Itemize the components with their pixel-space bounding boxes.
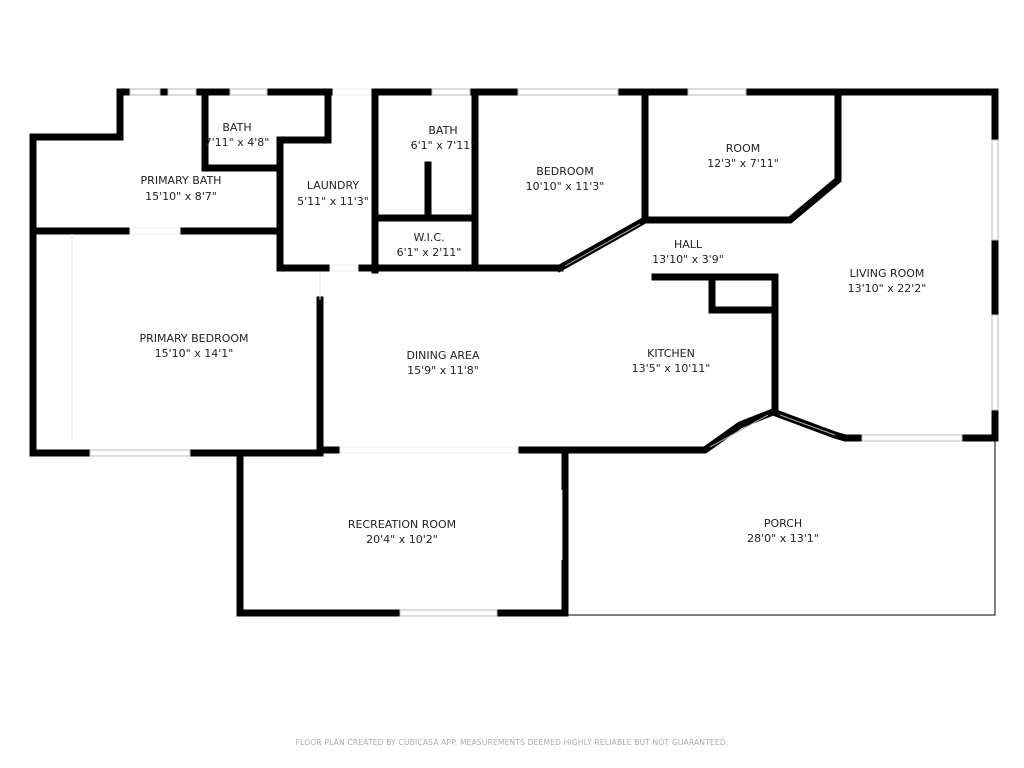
walls (29, 88, 999, 617)
room-name: ROOM (726, 142, 760, 155)
windows-and-doors (71, 88, 999, 617)
room-labels: BATH 7'11" x 4'8" PRIMARY BATH 15'10" x … (139, 121, 926, 546)
room-name: BATH (222, 121, 251, 134)
room-name: BEDROOM (536, 165, 593, 178)
room-size: 15'10" x 14'1" (155, 347, 234, 360)
room-size: 6'1" x 7'11" (411, 139, 476, 152)
room-name: DINING AREA (406, 349, 480, 362)
room-size: 12'3" x 7'11" (707, 157, 779, 170)
room-size: 7'11" x 4'8" (205, 136, 270, 149)
room-size: 10'10" x 11'3" (526, 180, 605, 193)
room-size: 13'5" x 10'11" (632, 362, 711, 375)
room-size: 15'10" x 8'7" (145, 190, 217, 203)
room-name: KITCHEN (647, 347, 695, 360)
room-size: 20'4" x 10'2" (366, 533, 438, 546)
room-name: PRIMARY BATH (141, 174, 222, 187)
room-name: HALL (674, 238, 703, 251)
room-name: RECREATION ROOM (348, 518, 456, 531)
room-name: PORCH (764, 517, 802, 530)
room-size: 6'1" x 2'11" (397, 246, 462, 259)
room-size: 13'10" x 3'9" (652, 253, 724, 266)
room-name: W.I.C. (413, 231, 444, 244)
room-name: BATH (428, 124, 457, 137)
room-size: 13'10" x 22'2" (848, 282, 927, 295)
room-name: LAUNDRY (307, 179, 360, 192)
room-size: 5'11" x 11'3" (297, 195, 369, 208)
room-size: 15'9" x 11'8" (407, 364, 479, 377)
room-name: PRIMARY BEDROOM (139, 332, 248, 345)
room-name: LIVING ROOM (850, 267, 925, 280)
disclaimer-footer: FLOOR PLAN CREATED BY CUBICASA APP. MEAS… (295, 738, 729, 747)
room-size: 28'0" x 13'1" (747, 532, 819, 545)
